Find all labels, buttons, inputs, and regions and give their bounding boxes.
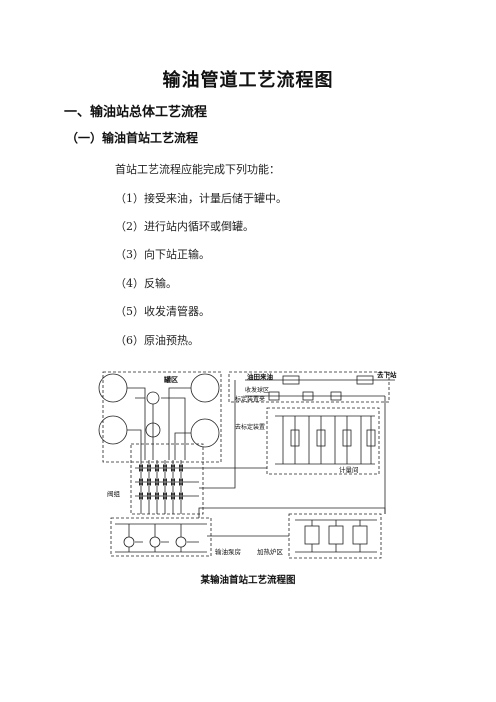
function-item-2: （2）进行站内循环或倒罐。 bbox=[115, 220, 254, 233]
intro-paragraph: 首站工艺流程应能完成下列功能： bbox=[115, 163, 280, 176]
function-item-5: （5）收发清管器。 bbox=[115, 305, 210, 318]
label-pump-house: 输油泵房 bbox=[215, 547, 241, 556]
strainer bbox=[302, 391, 314, 401]
label-to-next-station: 去下站 bbox=[377, 370, 397, 379]
function-item-4: （4）反输。 bbox=[115, 277, 177, 290]
pump-house-box bbox=[110, 517, 212, 557]
function-item-1: （1）接受来油，计量后储于罐中。 bbox=[115, 192, 287, 205]
metering-room-box bbox=[266, 407, 380, 475]
label-incoming-oil: 油田来油 bbox=[247, 372, 274, 381]
label-to-calibration: 去标定装置 bbox=[235, 423, 265, 431]
function-item-3: （3）向下站正输。 bbox=[115, 248, 210, 261]
flow-meter bbox=[316, 429, 326, 447]
pump bbox=[123, 536, 135, 548]
valve-group-box bbox=[130, 443, 204, 515]
figure-caption: 某输油首站工艺流程图 bbox=[200, 575, 296, 586]
large-tank bbox=[190, 418, 220, 448]
label-tank-area: 罐区 bbox=[163, 375, 178, 384]
section-heading: 一、输油站总体工艺流程 bbox=[64, 105, 208, 120]
tank-area-box bbox=[102, 371, 222, 463]
label-pig-area: 收发球区 bbox=[245, 386, 269, 394]
label-valve-group: 阀组 bbox=[107, 489, 121, 498]
large-tank bbox=[190, 373, 220, 403]
heating-furnace bbox=[304, 525, 320, 545]
function-item-6: （6）原油预热。 bbox=[115, 334, 199, 347]
pig-area-box bbox=[228, 371, 390, 403]
strainer bbox=[330, 391, 342, 401]
heating-furnace bbox=[328, 525, 344, 545]
flow-meter bbox=[342, 429, 352, 447]
process-flow-diagram: 罐区 油田来油 去下站 收发球区 标定装置来 去标定装置 计量间 阀组 输油泵房… bbox=[95, 368, 405, 566]
document-title: 输油管道工艺流程图 bbox=[162, 70, 334, 91]
pump bbox=[149, 536, 161, 548]
label-metering-room: 计量间 bbox=[339, 465, 359, 474]
pig-launcher bbox=[282, 375, 300, 385]
pump bbox=[175, 536, 187, 548]
label-calibration-in: 标定装置来 bbox=[235, 395, 265, 403]
heating-furnace bbox=[352, 525, 368, 545]
small-tank bbox=[146, 391, 160, 405]
flow-meter bbox=[290, 429, 300, 447]
strainer bbox=[268, 391, 280, 401]
flow-meter bbox=[366, 429, 376, 447]
label-furnace-area: 加热炉区 bbox=[257, 547, 284, 556]
subsection-heading: （一）输油首站工艺流程 bbox=[66, 131, 199, 145]
pig-receiver bbox=[356, 375, 374, 385]
